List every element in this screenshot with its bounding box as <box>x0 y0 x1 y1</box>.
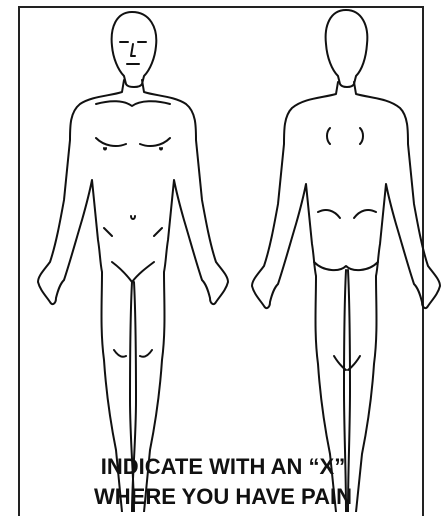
back-lower-back <box>318 210 376 218</box>
front-collarbones <box>96 101 170 106</box>
back-shoulder-blades <box>327 128 363 144</box>
back-body-figure[interactable] <box>252 10 440 512</box>
front-pelvis <box>104 228 162 236</box>
front-chest <box>96 138 170 150</box>
front-nose <box>131 44 135 56</box>
front-knees <box>114 350 152 357</box>
front-head[interactable] <box>112 12 157 87</box>
instruction-line-1: INDICATE WITH AN “X” <box>0 454 446 480</box>
front-navel <box>131 216 135 219</box>
back-body-right-outline[interactable] <box>354 82 440 512</box>
instruction-line-2: WHERE YOU HAVE PAIN <box>0 484 446 510</box>
front-body-figure[interactable] <box>38 12 228 512</box>
back-buttocks <box>314 262 378 270</box>
back-head[interactable] <box>326 10 368 87</box>
back-knees <box>334 356 360 370</box>
back-body-left-outline[interactable] <box>252 82 338 512</box>
